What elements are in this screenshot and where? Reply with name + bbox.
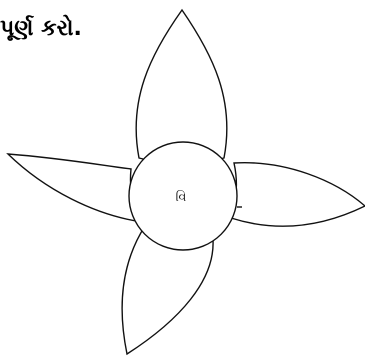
- flower-center-label: વિ: [175, 189, 186, 205]
- petal-right: [231, 163, 365, 226]
- petal-top: [136, 10, 227, 164]
- petal-left: [8, 154, 142, 222]
